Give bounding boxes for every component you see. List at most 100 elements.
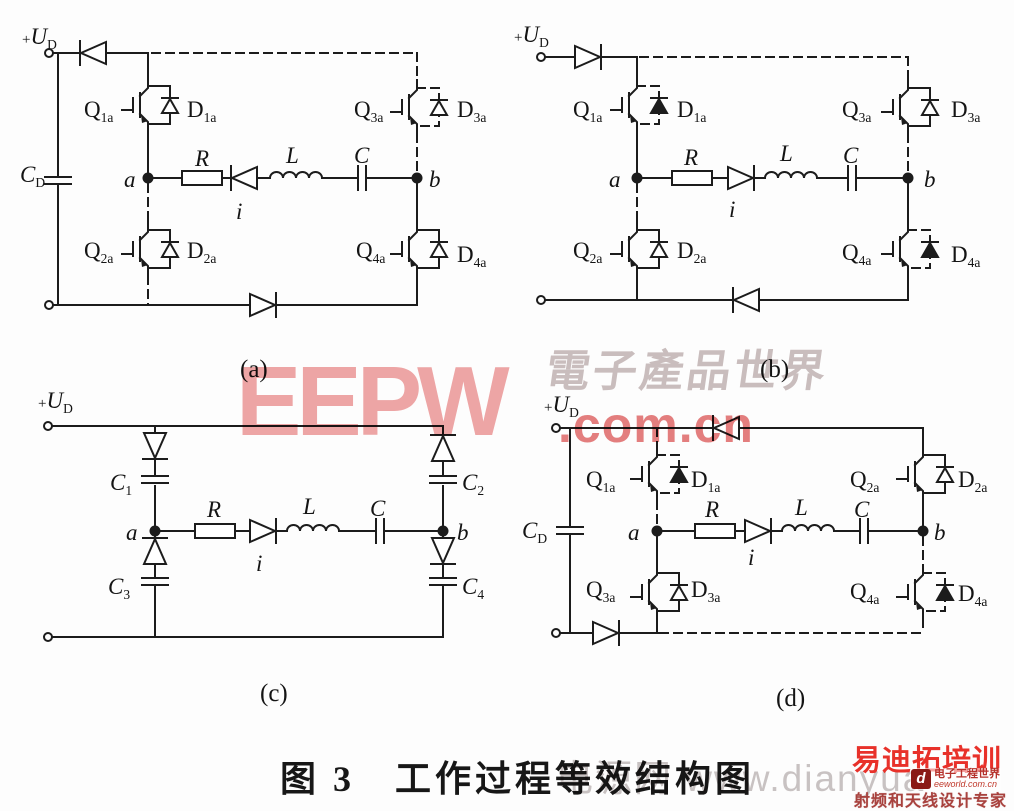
label-c1: C1 — [110, 470, 132, 498]
node-a — [651, 525, 663, 537]
terminal-negative — [551, 628, 561, 638]
label-q3a: Q3a — [354, 97, 383, 125]
figure-caption: 图 3 工作过程等效结构图 — [280, 759, 756, 799]
label-q1a: Q1a — [573, 97, 602, 125]
label-r: R — [704, 497, 719, 522]
eeworld-name: 电子工程世界 — [934, 768, 1000, 780]
capacitor-c2 — [429, 475, 457, 484]
eeworld-mark-icon: d — [911, 769, 931, 789]
capacitor-cd — [44, 176, 72, 185]
igbt-q2a — [896, 446, 954, 502]
node-a — [149, 525, 161, 537]
inductor-l — [781, 524, 835, 532]
igbt-q2a — [610, 221, 668, 277]
label-d3a: D3a — [691, 577, 720, 605]
circuit-d: +UD CD Q1a D1a Q2a D2a Q3a D3a Q4a D4a a… — [522, 392, 987, 712]
label-d1a: D1a — [677, 97, 706, 125]
label-i: i — [236, 199, 242, 224]
node-b — [411, 172, 423, 184]
label-i: i — [256, 551, 262, 576]
diode-left-top — [142, 432, 168, 460]
node-b — [437, 525, 449, 537]
resistor-r — [194, 523, 236, 539]
label-c: C — [854, 497, 870, 522]
igbt-q3a — [630, 564, 688, 620]
subfigure-label-a: (a) — [240, 356, 268, 383]
label-q4a: Q4a — [356, 238, 385, 266]
inductor-l — [764, 171, 818, 179]
label-l: L — [794, 495, 808, 520]
diode-bottom-rail — [732, 287, 760, 313]
label-d4a: D4a — [457, 242, 486, 270]
igbt-q3a — [390, 79, 448, 135]
label-r: R — [206, 497, 221, 522]
inductor-l — [269, 171, 323, 179]
igbt-q1a — [630, 446, 688, 502]
label-d1a: D1a — [691, 467, 720, 495]
capacitor-c — [357, 165, 367, 191]
label-q4a: Q4a — [850, 579, 879, 607]
subfigure-label-c: (c) — [260, 680, 288, 707]
label-d1a: D1a — [187, 97, 216, 125]
label-node-a: a — [628, 520, 640, 545]
label-c2: C2 — [462, 470, 484, 498]
terminal-positive — [43, 421, 53, 431]
label-node-b: b — [457, 520, 469, 545]
label-cd: CD — [522, 518, 547, 546]
diode-top-rail — [712, 415, 740, 441]
brand-block: 易迪拓培训 d 电子工程世界 eeworld.com.cn 射频和天线设计专家 — [852, 747, 1014, 811]
label-cd: CD — [20, 162, 45, 190]
label-d3a: D3a — [457, 97, 486, 125]
diode-mid — [727, 165, 755, 191]
capacitor-c — [847, 165, 857, 191]
resistor-r — [694, 523, 736, 539]
label-c: C — [370, 496, 386, 521]
capacitor-c1 — [141, 475, 169, 484]
igbt-q4a — [390, 221, 448, 277]
label-node-a: a — [124, 167, 136, 192]
igbt-q1a — [121, 77, 179, 133]
label-d3a: D3a — [951, 97, 980, 125]
label-ud: +UD — [38, 388, 73, 416]
label-q3a: Q3a — [586, 577, 615, 605]
diode-right-bottom — [430, 537, 456, 565]
diode-top-rail — [79, 40, 107, 66]
igbt-q2a — [121, 221, 179, 277]
label-q2a: Q2a — [84, 238, 113, 266]
terminal-negative — [44, 300, 54, 310]
diode-top-rail — [574, 44, 602, 70]
inductor-l — [286, 524, 340, 532]
label-i: i — [748, 545, 754, 570]
label-d2a: D2a — [187, 238, 216, 266]
label-q3a: Q3a — [842, 97, 871, 125]
label-l: L — [779, 141, 793, 166]
capacitor-cd — [556, 526, 584, 535]
label-node-b: b — [924, 167, 936, 192]
label-d2a: D2a — [958, 467, 987, 495]
label-d4a: D4a — [958, 581, 987, 609]
label-node-b: b — [934, 520, 946, 545]
igbt-q4a — [881, 221, 939, 277]
igbt-q4a — [896, 564, 954, 620]
resistor-r — [671, 170, 713, 186]
capacitor-c3 — [141, 577, 169, 586]
diode-bottom-rail — [592, 620, 620, 646]
capacitor-c — [859, 518, 869, 544]
diode-left-bottom — [142, 537, 168, 565]
terminal-positive — [551, 423, 561, 433]
label-node-b: b — [429, 167, 441, 192]
label-c: C — [354, 143, 370, 168]
igbt-q1a — [610, 77, 668, 133]
node-b — [902, 172, 914, 184]
label-c4: C4 — [462, 574, 484, 602]
label-d4a: D4a — [951, 242, 980, 270]
subfigure-label-d: (d) — [776, 685, 805, 712]
circuit-b: +UD Q1a D1a Q3a D3a Q2a D2a Q4a D4a a b … — [514, 22, 980, 383]
label-ud: +UD — [22, 24, 57, 52]
label-c: C — [843, 143, 859, 168]
circuit-a: +UD CD Q1a D1a Q3a D3a Q2a D2a Q4a D4a a… — [20, 24, 486, 383]
label-l: L — [302, 494, 316, 519]
resistor-r — [181, 170, 223, 186]
label-q4a: Q4a — [842, 240, 871, 268]
